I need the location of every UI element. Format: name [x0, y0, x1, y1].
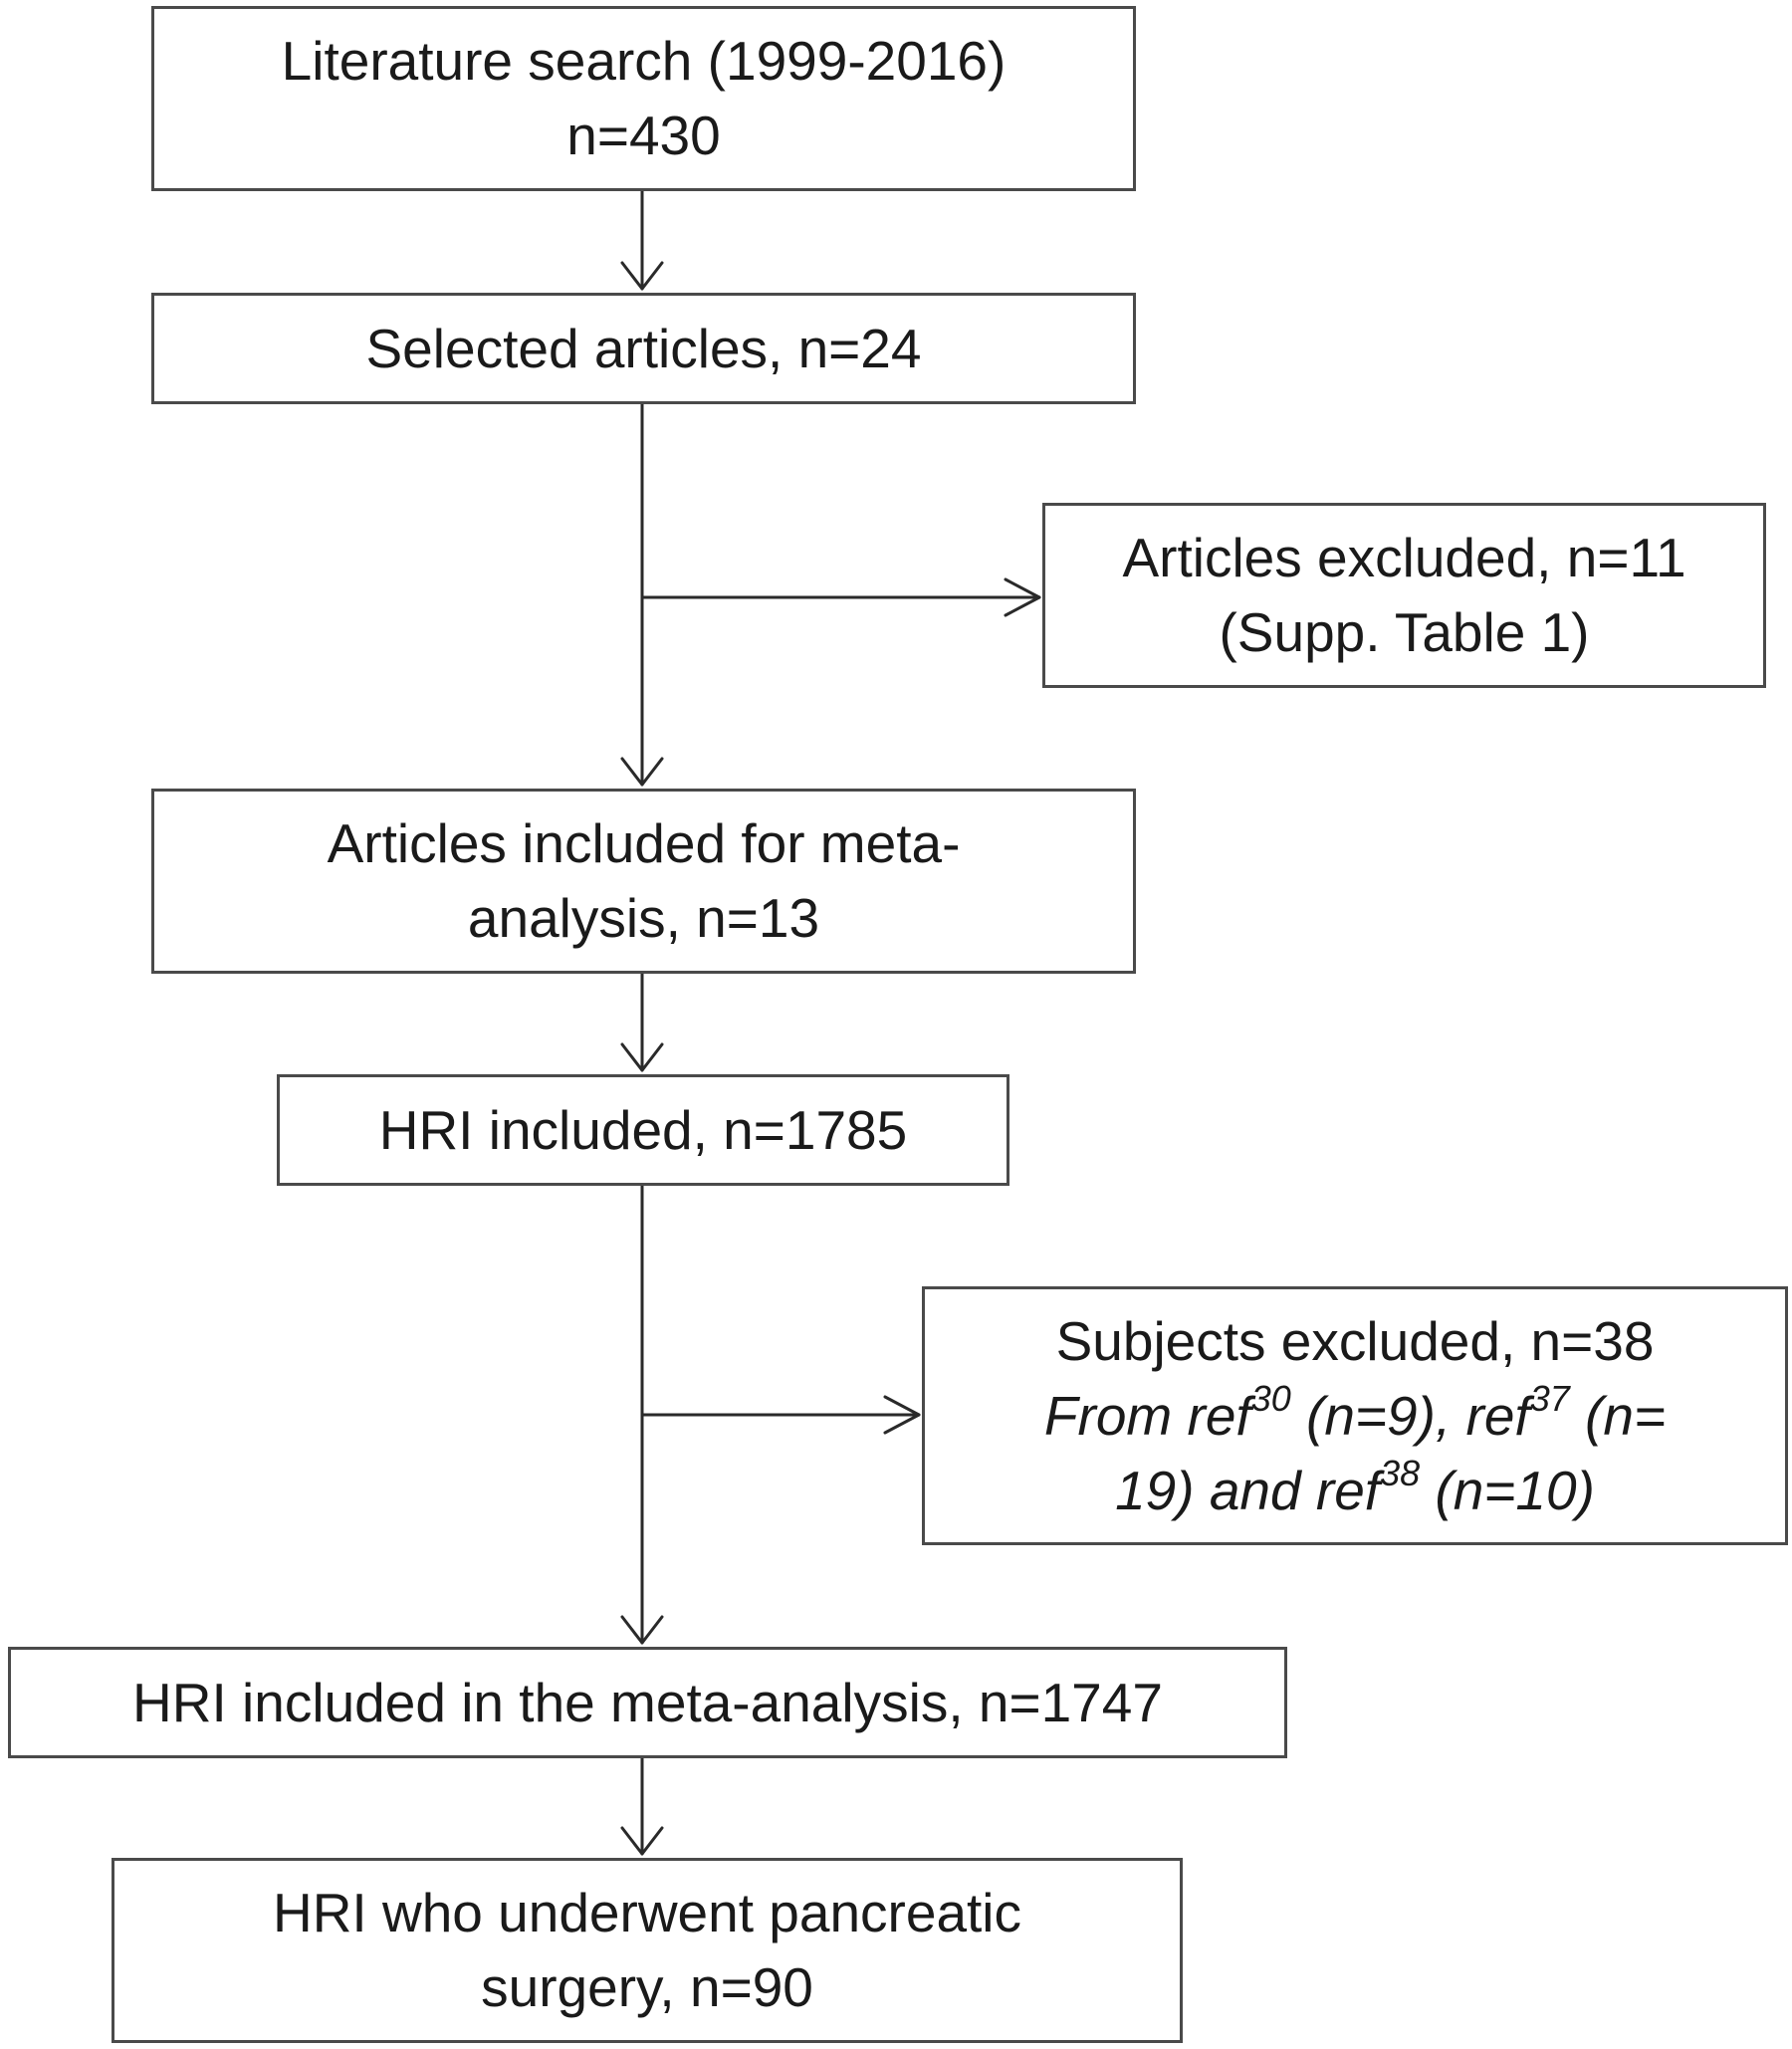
note-ref-word-b: ref [1465, 1384, 1530, 1447]
hri-included-label: HRI included, n=1785 [378, 1098, 908, 1161]
subjects-excluded-note-line2: 19) and ref38 (n=10) [1115, 1454, 1595, 1528]
note-count-b-start: (n= [1569, 1384, 1667, 1447]
articles-excluded-label: Articles excluded, n=11 [1122, 527, 1686, 588]
note-count-a: (n=9), [1290, 1384, 1466, 1447]
note-from-prefix: From [1043, 1384, 1188, 1447]
literature-search-count: n=430 [566, 105, 721, 166]
articles-included-box: Articles included for meta- analysis, n=… [151, 789, 1136, 974]
literature-search-box: Literature search (1999-2016) n=430 [151, 6, 1136, 191]
note-ref-word-a: ref [1187, 1384, 1251, 1447]
arrowhead-to-articles-excluded [1004, 577, 1041, 617]
hri-meta-analysis-box: HRI included in the meta-analysis, n=174… [8, 1647, 1287, 1758]
selected-articles-label: Selected articles, n=24 [365, 317, 922, 379]
arrowhead-selected-to-included [620, 757, 664, 787]
note-ref-38: 38 [1380, 1452, 1421, 1493]
hri-surgery-box: HRI who underwent pancreatic surgery, n=… [112, 1858, 1183, 2043]
subjects-excluded-label: Subjects excluded, n=38 [1055, 1309, 1655, 1372]
hri-surgery-label-line2: surgery, n=90 [481, 1956, 813, 2018]
note-count-c: (n=10) [1420, 1459, 1595, 1521]
hri-meta-analysis-label: HRI included in the meta-analysis, n=174… [132, 1671, 1163, 1733]
literature-search-label: Literature search (1999-2016) [281, 30, 1007, 92]
hri-surgery-label-line1: HRI who underwent pancreatic [272, 1882, 1022, 1943]
articles-included-label-line1: Articles included for meta- [327, 812, 961, 874]
note-ref-word-c: ref [1315, 1459, 1381, 1521]
arrowhead-hri-to-meta [620, 1615, 664, 1645]
subjects-excluded-note-line1: From ref30 (n=9), ref37 (n= [1044, 1379, 1666, 1454]
hri-included-box: HRI included, n=1785 [277, 1074, 1009, 1186]
articles-excluded-reference: (Supp. Table 1) [1219, 601, 1590, 663]
selected-articles-box: Selected articles, n=24 [151, 293, 1136, 404]
subjects-excluded-box: Subjects excluded, n=38 From ref30 (n=9)… [922, 1286, 1788, 1545]
articles-excluded-box: Articles excluded, n=11 (Supp. Table 1) [1042, 503, 1766, 688]
arrowhead-meta-to-surgery [620, 1826, 664, 1856]
note-ref-30: 30 [1250, 1377, 1291, 1419]
arrowhead-included-to-hri [620, 1042, 664, 1072]
arrowhead-search-to-selected [620, 261, 664, 291]
note-ref-37: 37 [1529, 1377, 1570, 1419]
articles-included-label-line2: analysis, n=13 [467, 887, 820, 949]
note-count-b-end: 19) and [1115, 1459, 1316, 1521]
arrowhead-to-subjects-excluded [883, 1395, 921, 1435]
